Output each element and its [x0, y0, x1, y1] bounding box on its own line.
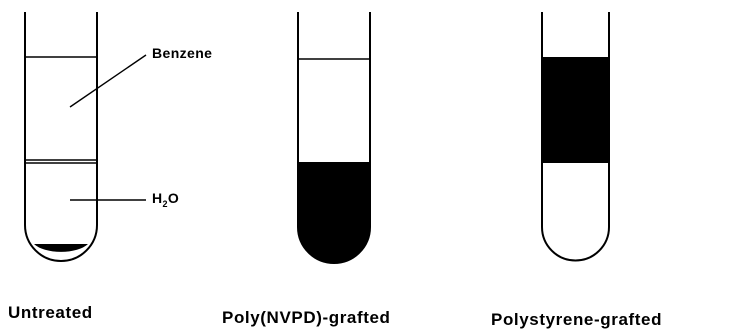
water-label-o: O — [168, 190, 179, 206]
benzene-label: Benzene — [152, 45, 212, 61]
caption-poly-nvpd-grafted: Poly(NVPD)-grafted — [222, 308, 391, 327]
tube-poly-nvpd-outline — [297, 12, 371, 264]
caption-polystyrene-grafted: Polystyrene-grafted — [491, 310, 662, 329]
tube-polystyrene-outline — [541, 12, 610, 262]
tube-untreated — [24, 12, 98, 262]
tube-poly-nvpd-water-layer — [298, 162, 370, 263]
tube-poly-nvpd-grafted — [297, 12, 371, 264]
tube-untreated-outline — [24, 12, 98, 262]
water-label-h: H — [152, 190, 163, 206]
water-label: H2O — [152, 190, 179, 209]
tube-polystyrene-grafted — [541, 12, 610, 262]
caption-untreated: Untreated — [8, 303, 93, 322]
water-label-subscript: 2 — [163, 199, 168, 209]
tube-untreated-sidewalls-fill — [34, 244, 88, 252]
tube-polystyrene-benzene-layer — [542, 57, 609, 163]
benzene-leader-line — [69, 54, 147, 108]
